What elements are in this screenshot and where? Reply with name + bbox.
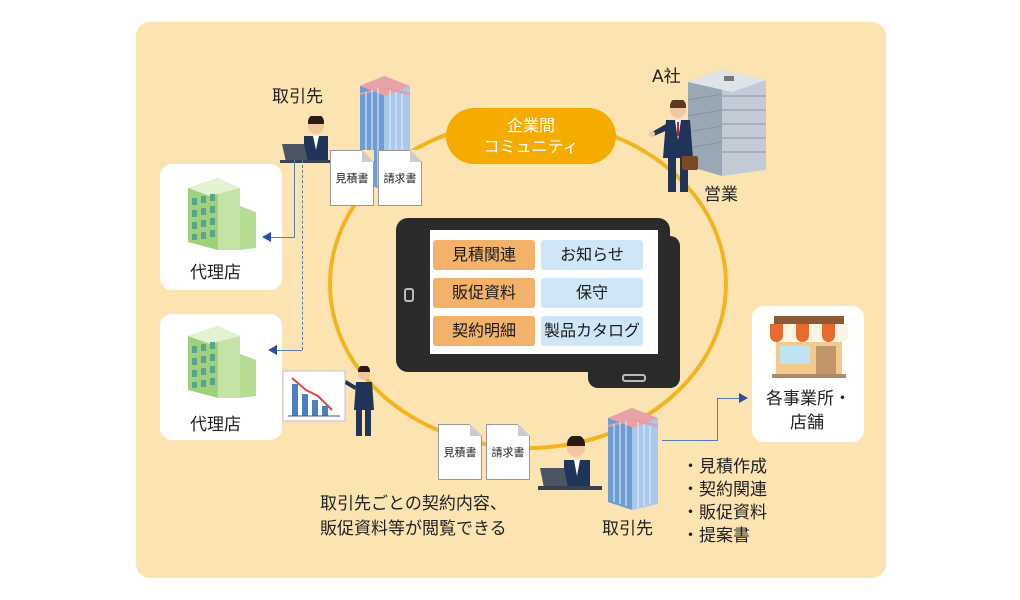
partner-bottom-person-icon [538, 436, 602, 490]
menu-item-sales-materials[interactable]: 販促資料 [433, 278, 535, 308]
agency-building-top-icon [188, 178, 256, 250]
agency-top-label: 代理店 [190, 263, 241, 283]
caption-line2: 販促資料等が閲覧できる [320, 519, 507, 539]
connector-partner-to-branch-h2 [717, 398, 739, 399]
branch-label-line1: 各事業所・ [766, 389, 851, 409]
bullet-item: ・見積作成 [682, 457, 767, 477]
arrow-to-branch [739, 393, 748, 403]
bullet-item: ・販促資料 [682, 503, 767, 523]
partner-top-doc-invoice: 請求書 [378, 150, 422, 206]
connector-partner-to-agency-bottom-h [276, 350, 302, 351]
partner-bottom-label: 取引先 [602, 519, 653, 539]
bullet-item: ・契約関連 [682, 480, 767, 500]
agency-building-bottom-icon [188, 326, 256, 398]
partner-top-doc-estimate: 見積書 [330, 150, 374, 206]
salesman-icon [649, 100, 698, 192]
menu-item-maintenance[interactable]: 保守 [541, 278, 643, 308]
connector-partner-to-agency-bottom-v [302, 160, 303, 350]
presentation-board-icon [282, 370, 346, 422]
menu-item-product-catalog[interactable]: 製品カタログ [541, 316, 643, 346]
connector-partner-to-agency-top-h [270, 237, 295, 238]
bullet-item: ・提案書 [682, 526, 750, 546]
community-label-line1: 企業間 [506, 116, 555, 135]
company-a-role-label: 営業 [704, 185, 738, 205]
partner-top-person-icon [280, 116, 340, 163]
connector-partner-to-branch-h [662, 440, 718, 441]
caption-text: 取引先ごとの契約内容、 販促資料等が閲覧できる [320, 492, 507, 542]
community-label-line2: コミュニティ [483, 137, 579, 156]
presenter-icon [345, 366, 374, 436]
partner-bottom-building-icon [607, 408, 659, 510]
agency-bottom-label: 代理店 [190, 415, 241, 435]
menu-item-contract-details[interactable]: 契約明細 [433, 316, 535, 346]
menu-item-estimates[interactable]: 見積関連 [433, 240, 535, 270]
branch-label-line2: 店舗 [790, 413, 824, 433]
partner-bottom-doc-estimate: 見積書 [438, 424, 482, 480]
tablet-back-home-button [622, 374, 646, 382]
tablet-screen: 見積関連 お知らせ 販促資料 保守 契約明細 製品カタログ [430, 230, 658, 354]
company-a-building-icon [687, 70, 766, 176]
bottom-partner-bullet-list: ・見積作成 ・契約関連 ・販促資料 ・提案書 [682, 456, 767, 548]
connector-partner-to-agency-top-v [294, 160, 295, 238]
arrow-to-agency-bottom [268, 345, 277, 355]
menu-item-news[interactable]: お知らせ [541, 240, 643, 270]
partner-top-label: 取引先 [272, 87, 323, 107]
shop-icon [770, 316, 848, 378]
caption-line1: 取引先ごとの契約内容、 [320, 494, 507, 514]
tablet-home-button [404, 288, 414, 302]
arrow-to-agency-top [262, 232, 271, 242]
partner-bottom-doc-invoice: 請求書 [486, 424, 530, 480]
company-a-label: A社 [652, 67, 681, 87]
connector-partner-to-branch-v [717, 398, 718, 441]
community-badge: 企業間 コミュニティ [446, 108, 616, 164]
